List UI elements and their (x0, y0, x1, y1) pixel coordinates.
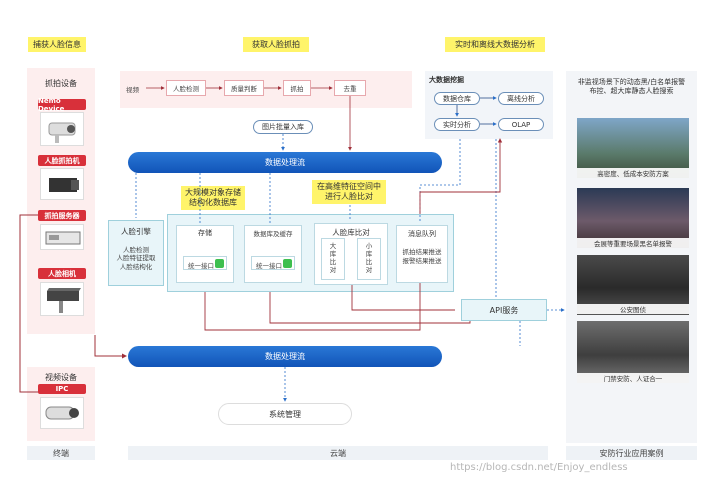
storage-box (176, 225, 234, 283)
bottom-cloud: 云端 (128, 446, 548, 460)
case-label-1: 高密度、低成本安防方案 (577, 168, 689, 178)
bigdata-olap: OLAP (498, 118, 544, 131)
mq-box (396, 225, 448, 283)
header-capture: 捕获人脸信息 (28, 37, 86, 52)
nemo-device-tag: Nemo Device (38, 97, 86, 113)
terminal-red-loop (19, 214, 127, 393)
db-cache-interface-label: 统一接口 (256, 262, 282, 270)
db-cache-interface-icon (283, 259, 292, 268)
capture-devices-label: 抓拍设备 (45, 79, 77, 88)
face-camera-image (40, 282, 84, 316)
capture-server-image (40, 224, 84, 250)
cases-title: 非监视场景下的动态黑/白名单报警 布控、超大库静态人脸搜索 (577, 78, 686, 96)
camera-icon (48, 122, 76, 143)
bigdata-title: 大数据挖掘 (429, 76, 464, 84)
case-label-4: 门禁安防、人证合一 (577, 373, 689, 383)
processing-stream-top: 数据处理流 (128, 152, 442, 173)
bottom-terminal: 终端 (27, 446, 95, 460)
large-compare-box (321, 238, 345, 280)
note-massive-storage: 大规模对象存储 结构化数据库 (181, 186, 245, 210)
storage-interface: 统一接口 (183, 256, 227, 270)
storage-interface-label: 统一接口 (188, 262, 214, 270)
watermark: https://blog.csdn.net/Enjoy_endless (450, 462, 628, 473)
db-cache-box (244, 225, 302, 283)
storage-interface-icon (215, 259, 224, 268)
blue-dashed-links (135, 139, 521, 346)
bigdata-realtime: 实时分析 (434, 118, 480, 131)
face-capturer-image (40, 168, 84, 200)
pipeline-step-dedup: 去重 (334, 80, 366, 96)
face-engine-body: 人脸检测 人脸特征提取 人脸结构化 (116, 246, 156, 271)
processing-stream-bottom: 数据处理流 (128, 346, 442, 367)
pipeline-step-detect: 人脸检测 (166, 80, 206, 96)
small-compare-box (357, 238, 381, 280)
batch-import-box: 图片批量入库 (253, 120, 313, 134)
bottom-cases: 安防行业应用案例 (566, 446, 697, 460)
capture-server-tag: 抓拍服务器 (38, 210, 86, 221)
ipc-camera-icon (45, 406, 79, 420)
ipc-image (40, 397, 84, 429)
header-realtime: 实时和离线大数据分析 (445, 37, 545, 52)
mq-title: 消息队列 (408, 230, 436, 238)
ipc-tag: IPC (38, 384, 86, 394)
case-label-3: 公安图侦 (577, 304, 689, 314)
nemo-device-image (40, 112, 84, 146)
storage-title: 存储 (198, 229, 212, 237)
large-compare-label: 大 库 比 对 (329, 242, 337, 275)
bigdata-offline: 离线分析 (498, 92, 544, 105)
pipeline-step-quality: 质量判断 (224, 80, 264, 96)
header-get-face: 获取人脸抓拍 (243, 37, 309, 52)
case-label-2: 会展等重要场景黑名单报警 (577, 238, 689, 248)
box-camera-icon (49, 178, 79, 192)
bigdata-warehouse: 数据仓库 (434, 92, 480, 105)
db-cache-title: 数据库及缓存 (253, 230, 293, 238)
cctv-camera-icon (47, 288, 81, 313)
api-service-box: API服务 (461, 299, 547, 321)
face-capturer-tag: 人脸抓拍机 (38, 155, 86, 166)
case-photo-4 (577, 321, 689, 383)
face-camera-tag: 人脸相机 (38, 268, 86, 279)
db-cache-interface: 统一接口 (251, 256, 295, 270)
pipeline-step-video: 视频 (126, 86, 139, 94)
face-engine-box (108, 220, 164, 286)
video-devices-label: 视频设备 (45, 373, 77, 382)
small-compare-label: 小 库 比 对 (365, 242, 373, 275)
face-compare-title: 人脸库比对 (332, 228, 370, 237)
system-management-box: 系统管理 (218, 403, 352, 425)
red-return-links (204, 138, 503, 331)
pipeline-step-capture: 抓拍 (283, 80, 311, 96)
note-compare: 在高维特征空间中 进行人脸比对 (312, 180, 386, 204)
server-icon (45, 231, 81, 245)
mq-body: 抓拍结果推送 报警结果推送 (402, 248, 442, 265)
face-engine-title: 人脸引擎 (121, 227, 151, 236)
bigdata-arrows (455, 96, 497, 126)
